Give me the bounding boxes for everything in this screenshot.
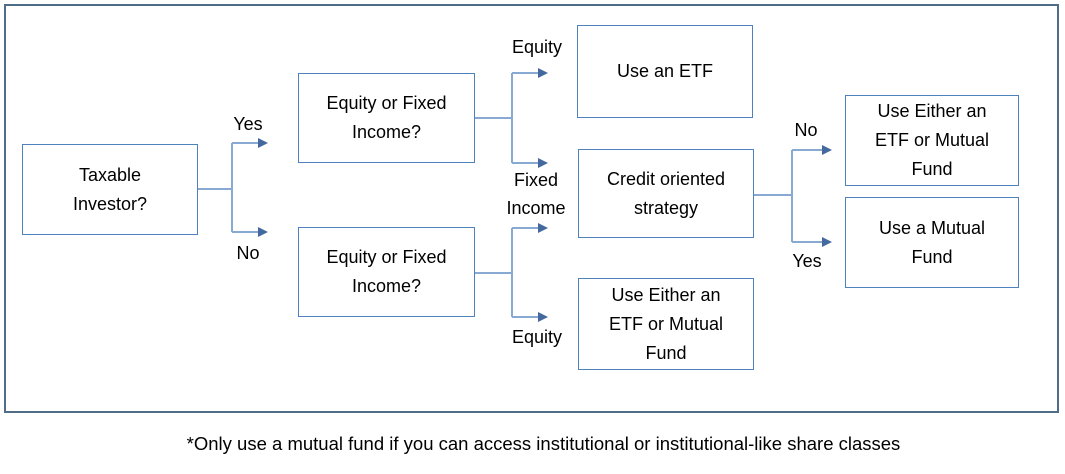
edge-label-yes-right: Yes [792,251,822,271]
edge-label-yes-left: Yes [233,114,263,134]
node-use-an-etf: Use an ETF [577,25,753,118]
node-label: Use Either an ETF or Mutual Fund [608,284,724,363]
node-use-a-mutual-fund: Use a Mutual Fund [845,197,1019,288]
edge-label-equity-top: Equity [511,37,563,57]
node-credit-oriented-strategy: Credit oriented strategy [578,149,754,238]
node-either-etf-or-mutual-fund-mid: Use Either an ETF or Mutual Fund [578,278,754,370]
node-label: Use a Mutual Fund [878,217,986,267]
node-label: Equity or Fixed Income? [326,93,447,142]
node-label: Taxable Investor? [72,164,148,214]
edge-label-no-right: No [794,120,818,140]
node-label: Use an ETF [616,61,714,81]
node-label: Use Either an ETF or Mutual Fund [874,101,990,179]
edge-label-fixed-income: Fixed Income [506,170,566,218]
node-taxable-investor: Taxable Investor? [22,144,198,235]
node-either-etf-or-mutual-fund-right: Use Either an ETF or Mutual Fund [845,95,1019,186]
node-equity-or-fixed-bottom: Equity or Fixed Income? [298,227,475,317]
node-label: Equity or Fixed Income? [326,247,447,296]
footnote-text: *Only use a mutual fund if you can acces… [186,433,901,454]
edge-label-equity-bottom: Equity [511,327,563,347]
node-equity-or-fixed-top: Equity or Fixed Income? [298,73,475,163]
node-label: Credit oriented strategy [606,168,726,218]
edge-label-no-left: No [236,243,260,263]
